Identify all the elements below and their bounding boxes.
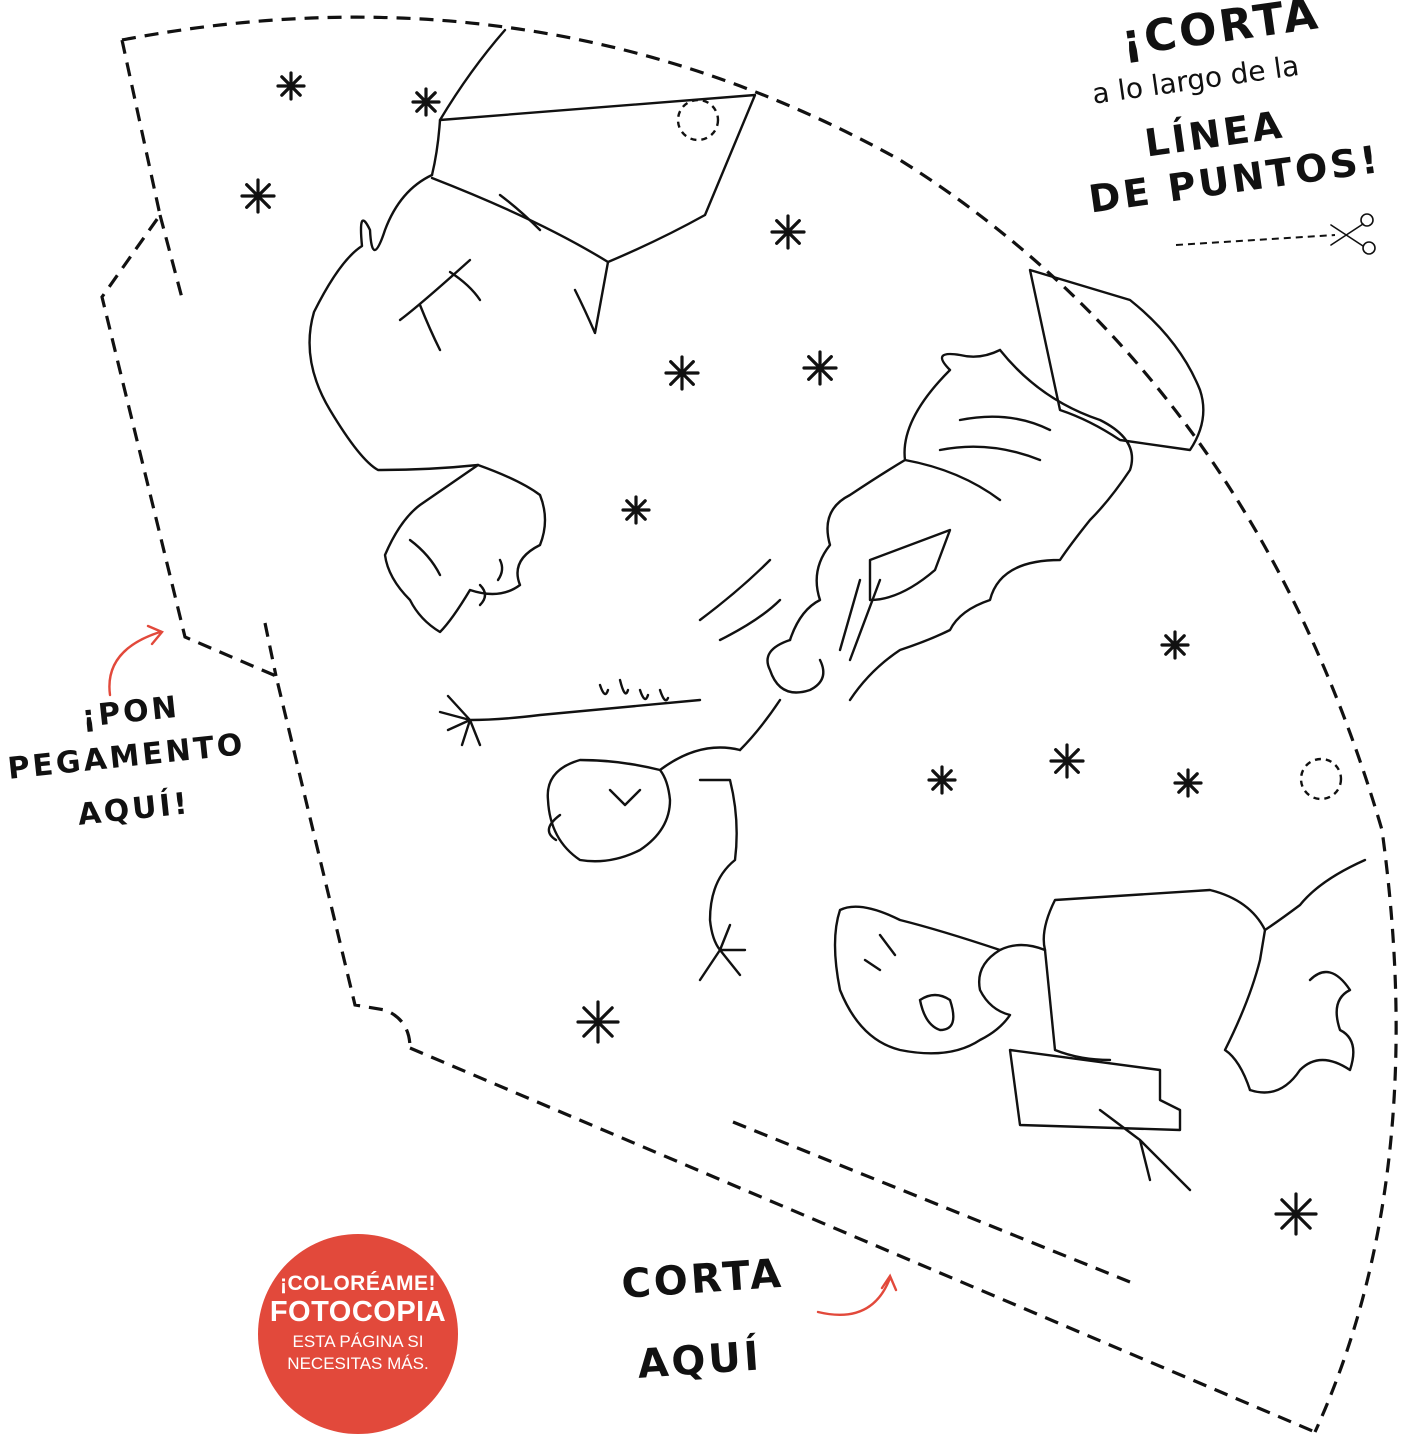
star-icon (927, 765, 957, 795)
inner-dash-bottom (732, 1120, 1131, 1284)
inner-dash-left (158, 214, 184, 299)
cut-here-label-line-2: AQUÍ (636, 1333, 764, 1388)
illustration-figure-top (308, 28, 757, 634)
scissors-icon (1330, 213, 1376, 255)
star-icon (576, 1000, 620, 1044)
star-icon (1160, 630, 1190, 660)
badge-title: ¡COLORÉAME! (280, 1272, 436, 1295)
star-icon (1173, 768, 1203, 798)
inner-dash-glue (263, 622, 278, 677)
illustration-figure-bottom (833, 858, 1367, 1192)
star-icon (276, 71, 306, 101)
cut-outline (100, 15, 1398, 1434)
star-icon (411, 87, 441, 117)
star-icon (664, 355, 700, 391)
badge-note-line-1: ESTA PÁGINA SI (292, 1332, 424, 1351)
cut-here-arrow-icon (816, 1273, 898, 1316)
star-icon (802, 350, 838, 386)
punch-hole-top (676, 98, 720, 142)
color-me-badge: ¡COLORÉAME! FOTOCOPIA ESTA PÁGINA SI NEC… (258, 1234, 458, 1434)
star-icon (240, 178, 276, 214)
star-icon (621, 495, 651, 525)
glue-arrow-icon (108, 624, 164, 697)
illustration-figure-middle (438, 268, 1205, 982)
badge-note-line-2: NECESITAS MÁS. (287, 1354, 429, 1373)
star-icon (1274, 1192, 1318, 1236)
stars-group (240, 71, 1318, 1236)
star-icon (1049, 743, 1085, 779)
badge-photocopy: FOTOCOPIA (269, 1296, 447, 1328)
star-icon (770, 214, 806, 250)
punch-hole-right (1299, 757, 1343, 801)
scissors-dash-line (1175, 234, 1336, 246)
